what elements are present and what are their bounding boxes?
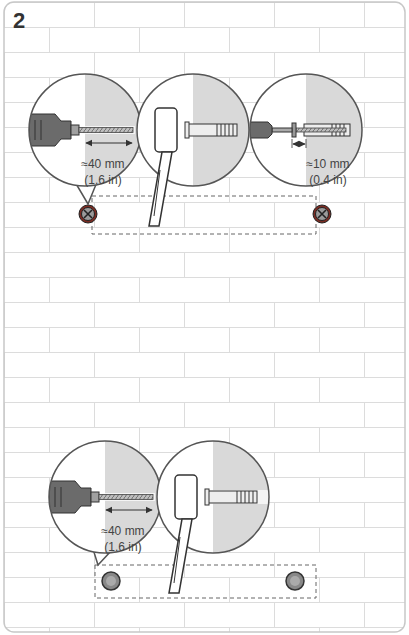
dimension-label: ≈10 mm (0.4 in) — [300, 157, 356, 188]
screw-in-anchor-part — [316, 208, 329, 221]
drill-detail-part-part — [106, 509, 152, 510]
screwdriver-detail-part-part — [296, 128, 346, 132]
hammer-detail-part — [137, 74, 249, 186]
screwdriver-detail-part-part — [292, 123, 296, 137]
drill-detail-part-part — [86, 142, 132, 143]
hammer-detail-part — [137, 74, 249, 186]
hammer-detail-part — [149, 152, 172, 226]
drill-detail-part-part — [91, 492, 99, 502]
screw-in-anchor-part — [84, 210, 92, 218]
hammer-detail-part — [169, 519, 192, 593]
drilled-hole-part — [106, 576, 116, 586]
brick-wall — [4, 2, 405, 632]
dimension-label: ≈40 mm (1.6 in) — [95, 524, 151, 555]
drill-detail-part-part — [79, 128, 133, 133]
drill-detail — [43, 441, 161, 565]
screw-in-anchor-part — [82, 208, 95, 221]
mounting-zone — [92, 196, 316, 234]
drill-detail-part-part — [29, 120, 41, 140]
screw-in-anchor-part — [79, 205, 97, 223]
hammer-detail-part-part — [185, 122, 189, 138]
hammer-detail-part-part — [207, 491, 257, 503]
screwdriver-detail-part-part — [272, 128, 292, 132]
hammer-detail-part — [157, 441, 269, 553]
drill-detail-part-part — [49, 487, 61, 507]
screwdriver-detail-part-part — [293, 143, 305, 144]
drilled-hole — [102, 572, 120, 590]
screw-in-anchor-part — [318, 210, 326, 218]
hammer-detail — [137, 74, 249, 226]
dimension-label: ≈40 mm (1.6 in) — [75, 157, 131, 188]
step-number: 2 — [13, 10, 25, 32]
hammer-detail-part-part — [175, 475, 197, 519]
hammer-detail-part — [154, 170, 160, 216]
screwdriver-detail-part-part — [244, 122, 272, 138]
mounting-zone — [95, 565, 316, 598]
drill-detail-part-part — [71, 125, 79, 135]
hammer-detail-part-part — [237, 491, 253, 503]
drill-detail-part-part — [99, 495, 153, 500]
screw-in-anchor — [313, 205, 331, 223]
hammer-detail-part-part — [155, 108, 177, 152]
hammer-detail-part — [174, 537, 180, 583]
hammer-detail-part-part — [187, 124, 237, 136]
screw-in-anchor-part — [313, 205, 331, 223]
drilled-hole-part — [102, 572, 120, 590]
drilled-hole-part — [290, 576, 300, 586]
hammer-detail-part-part — [217, 124, 233, 136]
drilled-hole — [286, 572, 304, 590]
hammer-detail-part — [157, 441, 269, 553]
hammer-detail — [157, 441, 269, 593]
drill-detail — [23, 74, 141, 204]
hammer-detail-part-part — [205, 489, 209, 505]
screw-in-anchor — [79, 205, 97, 223]
drilled-hole-part — [286, 572, 304, 590]
screwdriver-detail-part-part — [292, 139, 306, 148]
